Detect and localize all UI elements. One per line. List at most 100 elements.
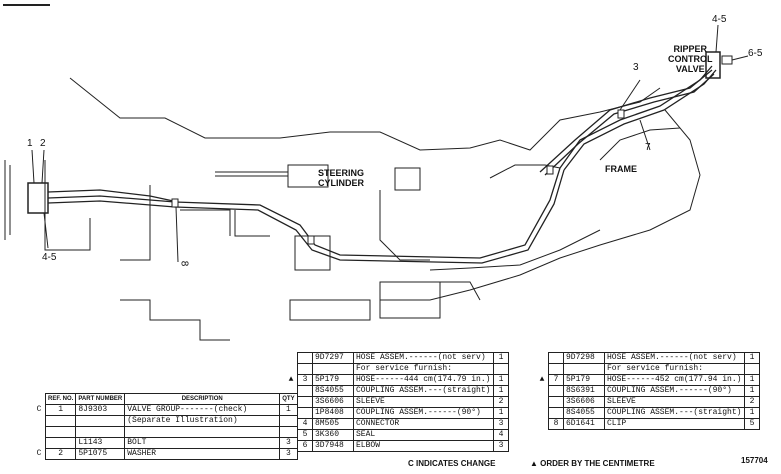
table-row: For service furnish: <box>536 363 760 375</box>
row-description: HOSE------452 cm(177.94 in.) <box>604 374 745 386</box>
row-description <box>124 426 281 438</box>
callout-8: 8 <box>178 260 190 267</box>
row-description: COUPLING ASSEM.------(90°) <box>604 385 745 397</box>
row-ref-no <box>297 407 313 419</box>
header-description: DESCRIPTION <box>124 393 281 405</box>
frame-outline-right <box>380 109 701 301</box>
row-ref-no <box>548 396 564 408</box>
row-qty: 1 <box>744 374 760 386</box>
row-part-number <box>75 426 126 438</box>
row-mark <box>285 419 298 430</box>
row-qty: 3 <box>279 448 298 460</box>
row-mark <box>536 364 549 375</box>
row-ref-no: 8 <box>548 418 564 430</box>
row-description: HOSE ASSEM.------(not serv) <box>353 352 494 364</box>
row-ref-no: 4 <box>297 418 313 430</box>
callout-1: 1 <box>27 138 33 149</box>
row-ref-no: 5 <box>297 429 313 441</box>
ripper-label-line-2: CONTROL <box>668 54 713 64</box>
row-mark <box>285 441 298 452</box>
row-mark <box>285 408 298 419</box>
row-description: CLIP <box>604 418 745 430</box>
header-part-number: PART NUMBER <box>75 393 126 405</box>
row-qty: 4 <box>493 429 509 441</box>
row-mark: C <box>36 448 42 458</box>
row-qty: 1 <box>493 352 509 364</box>
clip <box>617 109 625 119</box>
row-part-number: 3S6606 <box>563 396 605 408</box>
row-description: SEAL <box>353 429 494 441</box>
illustration-number: 157704 <box>741 456 768 465</box>
row-ref-no <box>548 385 564 397</box>
row-part-number: 3K360 <box>312 429 354 441</box>
row-description: CONNECTOR <box>353 418 494 430</box>
row-part-number <box>563 363 605 375</box>
row-part-number: 8S4055 <box>312 385 354 397</box>
row-mark <box>285 397 298 408</box>
row-part-number: 3S6606 <box>312 396 354 408</box>
order-note: ▲ ORDER BY THE CENTIMETRE <box>530 459 655 468</box>
row-qty: 5 <box>744 418 760 430</box>
ripper-control-valve-label: RIPPER CONTROL VALVE <box>668 44 713 74</box>
callout-7: 7 <box>645 142 651 153</box>
callout-6-5: 6-5 <box>748 48 763 59</box>
row-description: HOSE ASSEM.------(not serv) <box>604 352 745 364</box>
clip <box>546 165 554 175</box>
row-ref-no: 2 <box>44 448 77 460</box>
row-mark <box>33 438 46 449</box>
row-mark <box>536 386 549 397</box>
frame-outline-upper <box>69 77 661 151</box>
row-qty <box>493 363 509 375</box>
frame-label: FRAME <box>605 164 637 174</box>
row-qty: 1 <box>744 352 760 364</box>
row-part-number: 5P1075 <box>75 448 126 460</box>
row-mark <box>285 364 298 375</box>
row-description: COUPLING ASSEM.---(straight) <box>353 385 494 397</box>
row-part-number <box>75 415 126 427</box>
row-qty <box>744 363 760 375</box>
row-ref-no <box>548 407 564 419</box>
row-part-number: 8S6391 <box>563 385 605 397</box>
row-ref-no <box>297 363 313 375</box>
row-ref-no <box>548 352 564 364</box>
table-row: For service furnish: <box>285 363 509 375</box>
row-qty: 1 <box>744 407 760 419</box>
row-mark <box>285 430 298 441</box>
ripper-control-valve <box>705 51 721 79</box>
row-description: HOSE------444 cm(174.79 in.) <box>353 374 494 386</box>
row-ref-no <box>297 385 313 397</box>
table-header-row: REF. NO. PART NUMBER DESCRIPTION QTY <box>33 393 298 405</box>
header-ref-no: REF. NO. <box>44 393 77 405</box>
row-description: ELBOW <box>353 440 494 452</box>
row-ref-no: 6 <box>297 440 313 452</box>
row-mark <box>536 353 549 364</box>
row-mark <box>33 427 46 438</box>
row-mark: ▲ <box>288 374 294 384</box>
hose-lower <box>47 167 561 259</box>
row-part-number: 6D1641 <box>563 418 605 430</box>
row-part-number: 3D7948 <box>312 440 354 452</box>
clip <box>171 198 179 208</box>
hose-upper <box>47 189 179 203</box>
callout-2: 2 <box>40 138 46 149</box>
row-mark <box>536 408 549 419</box>
row-ref-no: 1 <box>44 404 77 416</box>
row-part-number: L1143 <box>75 437 126 449</box>
row-part-number: 8M505 <box>312 418 354 430</box>
row-qty: 3 <box>493 440 509 452</box>
